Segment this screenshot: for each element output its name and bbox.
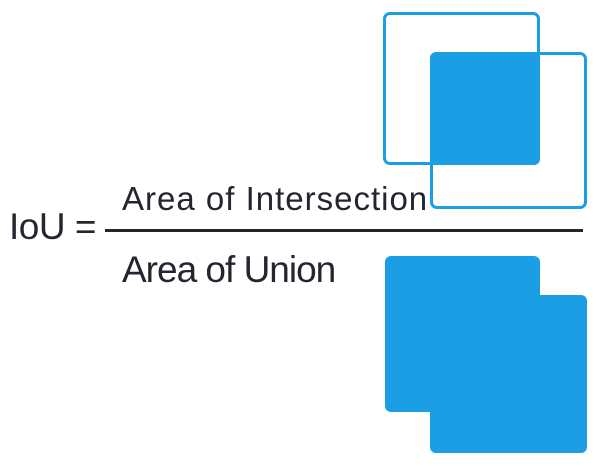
numerator-label: Area of Intersection [122, 180, 429, 217]
fraction-bar [105, 228, 583, 232]
union-diagram-box-b-fill [430, 295, 587, 453]
denominator-label: Area of Union [122, 249, 336, 290]
intersection-fill-shape [430, 52, 540, 165]
iou-label: IoU = [9, 206, 96, 247]
